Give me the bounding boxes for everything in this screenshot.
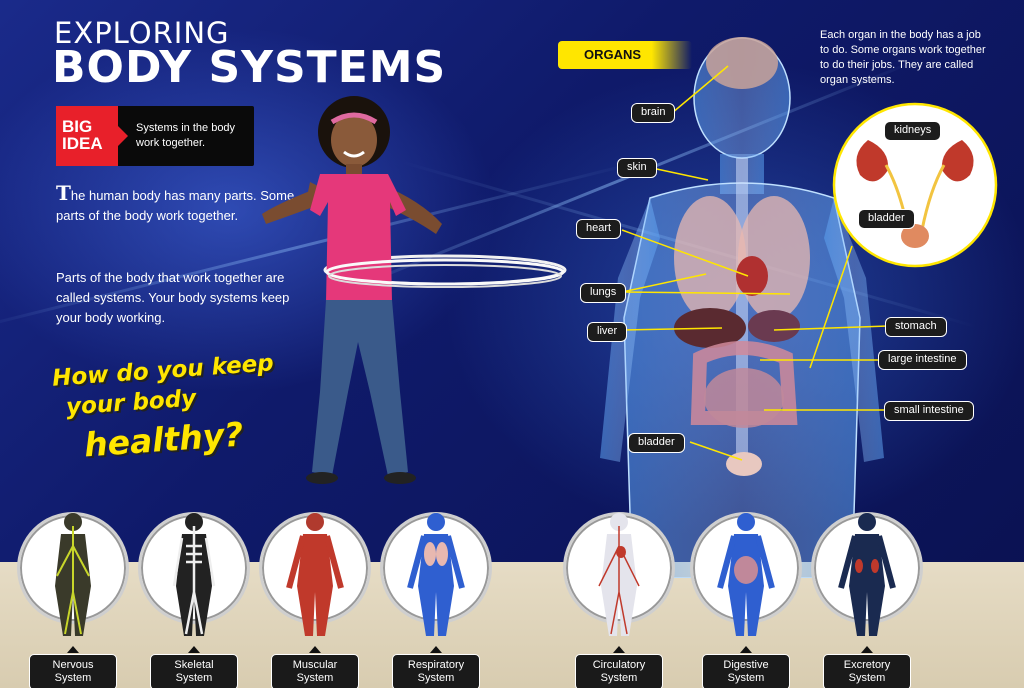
big-idea-text: Systems in the body work together. — [136, 122, 236, 149]
system-name-line2: System — [727, 672, 765, 684]
system-name-line1: Skeletal — [174, 659, 214, 671]
big-idea-badge-line2: IDEA — [62, 134, 103, 153]
big-idea-badge-line1: BIG — [62, 117, 93, 136]
system-name-line2: System — [417, 672, 455, 684]
label-skin: skin — [617, 158, 657, 178]
nervous-system-figure — [55, 513, 91, 636]
excretory-system-figure — [838, 513, 896, 636]
pointer-triangle — [309, 646, 321, 653]
system-name-line1: Respiratory — [407, 659, 465, 671]
question-line3: healthy? — [82, 414, 245, 465]
system-name-line1: Digestive — [723, 659, 769, 671]
system-name-line2: System — [175, 672, 213, 684]
label-kidneys: kidneys — [884, 121, 942, 141]
system-name-line2: System — [848, 672, 886, 684]
system-name-line1: Nervous — [52, 659, 94, 671]
digestive-system-figure — [717, 513, 775, 636]
page-title: BODY SYSTEMS — [52, 42, 447, 93]
pointer-triangle — [67, 646, 79, 653]
big-idea-badge: BIG IDEA — [56, 106, 128, 166]
organs-intro-text: Each organ in the body has a job to do. … — [820, 29, 986, 86]
question-line1: How do you keep — [51, 350, 275, 392]
system-name-line2: System — [54, 672, 92, 684]
circulatory-system-figure — [598, 513, 640, 636]
label-brain: brain — [631, 103, 676, 123]
pointer-triangle — [861, 646, 873, 653]
label-large-intestine: large intestine — [878, 350, 967, 370]
label-liver: liver — [587, 322, 628, 342]
label-stomach: stomach — [885, 317, 947, 337]
pointer-triangle — [430, 646, 442, 653]
system-name-line2: System — [600, 672, 638, 684]
system-name-line1: Circulatory — [592, 659, 646, 671]
girl-with-hula-hoop-photo — [262, 96, 567, 484]
muscular-system-figure — [286, 513, 344, 636]
label-heart: heart — [576, 219, 622, 239]
question-line2: your body — [65, 385, 197, 421]
skeletal-system-figure — [172, 513, 216, 636]
label-lungs: lungs — [580, 283, 627, 303]
dropcap: T — [56, 181, 71, 205]
system-name-line1: Excretory — [843, 659, 891, 671]
organs-label: ORGANS — [558, 41, 692, 69]
system-name-line1: Muscular — [292, 659, 338, 671]
systems-paragraph: Parts of the body that work together are… — [56, 270, 290, 325]
intro-paragraph: The human body has many parts. Some part… — [56, 183, 306, 226]
intro-paragraph-text: he human body has many parts. Some parts… — [56, 188, 295, 223]
label-bladder: bladder — [628, 433, 685, 453]
page-title-prefix: EXPLORING — [54, 16, 230, 50]
label-small-intestine: small intestine — [884, 401, 974, 421]
pointer-triangle — [188, 646, 200, 653]
pointer-triangle — [613, 646, 625, 653]
system-name-line2: System — [296, 672, 334, 684]
respiratory-system-figure — [407, 513, 465, 636]
transparent-body-diagram — [600, 37, 889, 578]
pointer-triangle — [740, 646, 752, 653]
big-idea-box: BIG IDEA Systems in the body work togeth… — [56, 106, 254, 166]
label-inset-bladder: bladder — [858, 209, 915, 229]
